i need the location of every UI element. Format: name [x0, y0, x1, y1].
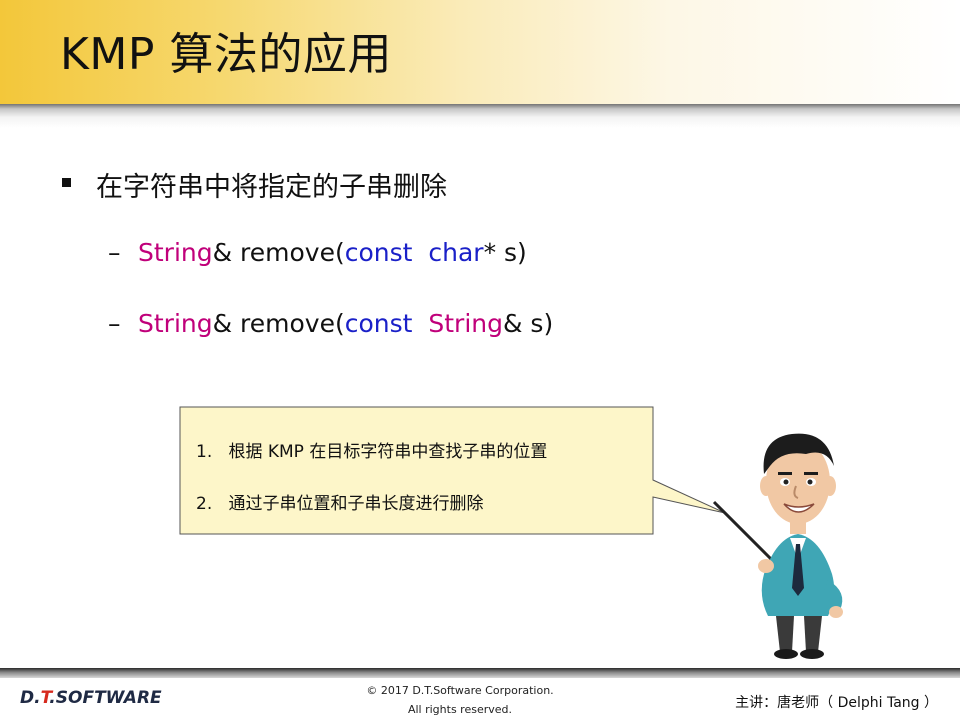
bullet-text: 在字符串中将指定的子串删除 [96, 172, 447, 203]
code-line-2: –String& remove(const String& s) [108, 309, 553, 338]
title-banner-shadow [0, 104, 960, 128]
const-keyword: const [344, 238, 413, 267]
logo-software: .SOFTWARE [49, 688, 162, 708]
item-text: 根据 KMP 在目标字符串中查找子串的位置 [228, 442, 548, 462]
copyright-notice: © 2017 D.T.Software Corporation. All rig… [330, 681, 590, 719]
return-type: String [138, 309, 213, 338]
param-rest: * s) [483, 238, 527, 267]
logo-d: D. [20, 688, 41, 708]
slide-title: KMP 算法的应用 [60, 29, 392, 80]
return-type: String [138, 238, 213, 267]
item-number: 1. [196, 442, 213, 462]
sub-bullet-dash: – [108, 309, 121, 338]
lecturer-credit: 主讲：唐老师（ Delphi Tang ） [735, 695, 938, 711]
const-keyword: const [344, 309, 413, 338]
copyright-line-2: All rights reserved. [407, 703, 513, 716]
bullet-marker [62, 178, 71, 187]
footer-divider [0, 668, 960, 678]
callout-item-2: 2. 通过子串位置和子串长度进行删除 [196, 489, 483, 514]
copyright-line-1: © 2017 D.T.Software Corporation. [366, 684, 554, 697]
callout-item-1: 1. 根据 KMP 在目标字符串中查找子串的位置 [196, 437, 547, 462]
item-text: 通过子串位置和子串长度进行删除 [228, 494, 484, 514]
title-banner [0, 0, 960, 104]
teacher-illustration [712, 433, 843, 659]
sub-bullet-dash: – [108, 238, 121, 267]
item-number: 2. [196, 494, 213, 514]
code-line-1: –String& remove(const char* s) [108, 238, 527, 267]
param-type: String [428, 309, 503, 338]
param-rest: & s) [502, 309, 554, 338]
param-type: char [428, 238, 484, 267]
logo-t: T [40, 688, 50, 708]
function-name: & remove( [212, 309, 345, 338]
function-name: & remove( [212, 238, 345, 267]
dt-software-logo: D.T.SOFTWARE [20, 688, 162, 708]
